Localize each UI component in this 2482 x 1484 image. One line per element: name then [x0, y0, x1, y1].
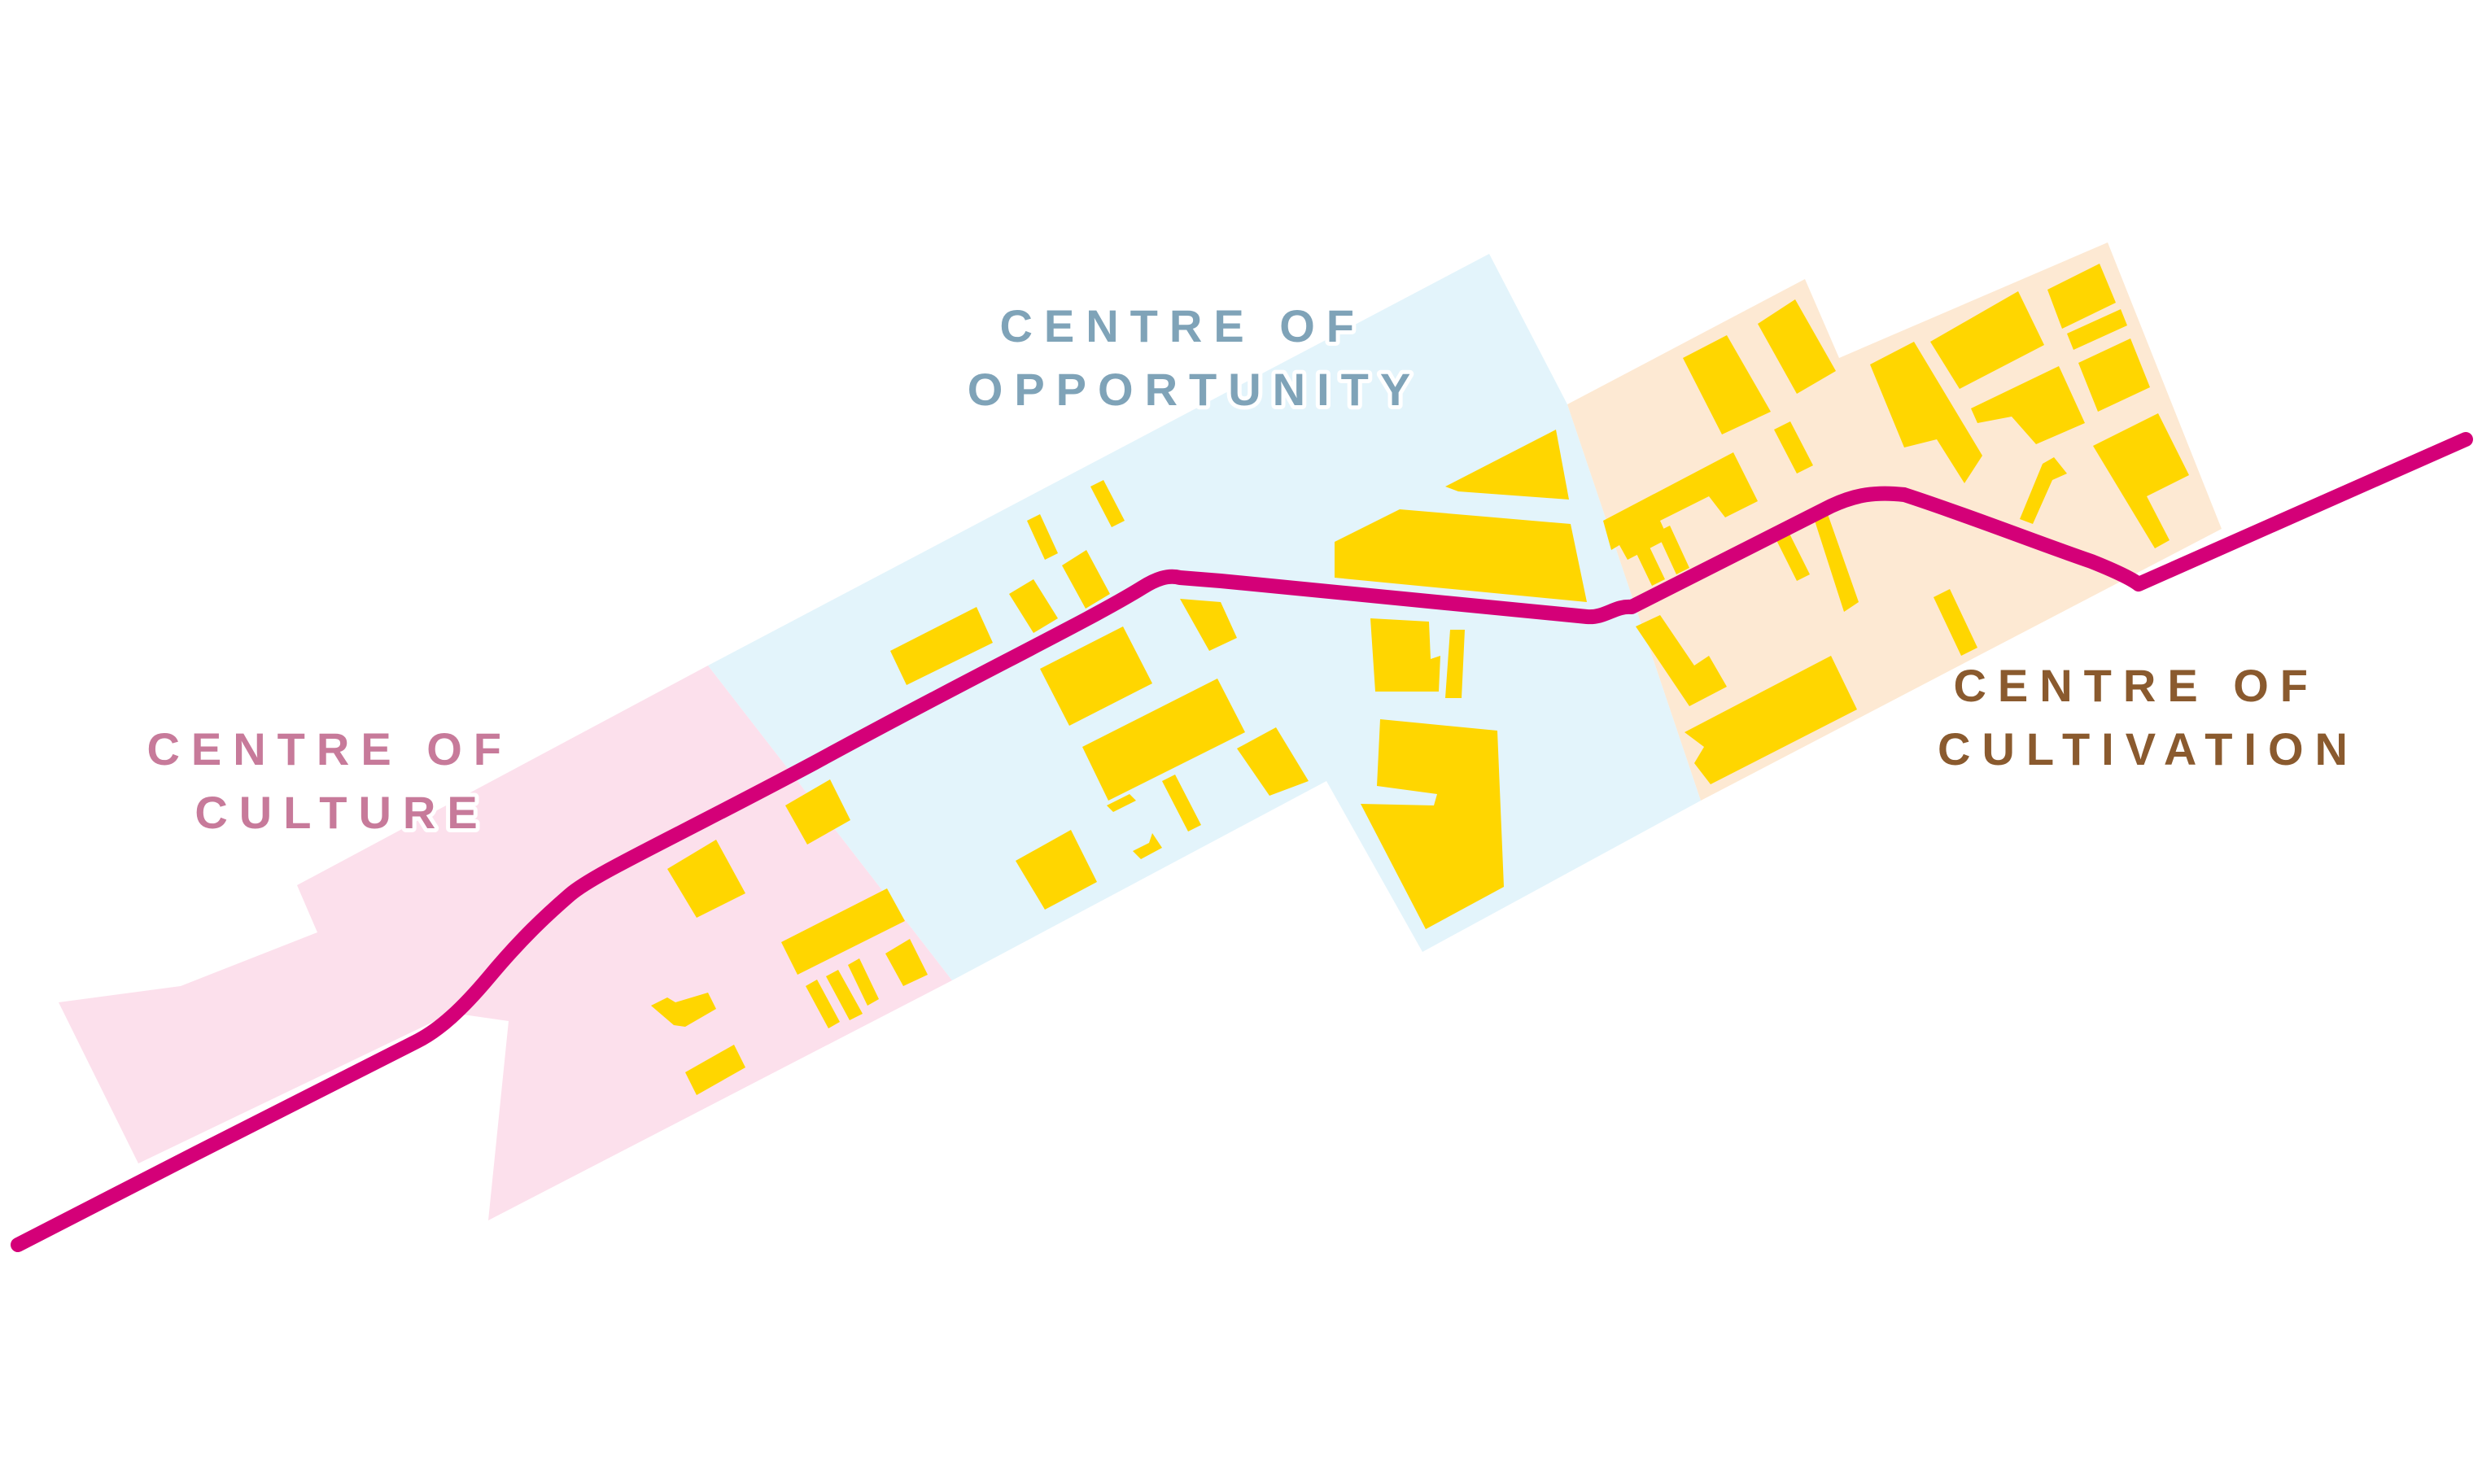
building-footprint: [1370, 618, 1440, 692]
building-footprint: [1683, 335, 1771, 434]
building-footprint: [1361, 719, 1504, 929]
opportunity-label-line2: OPPORTUNITY: [968, 364, 1422, 415]
building-footprint: [685, 1045, 745, 1095]
building-footprint: [2067, 309, 2127, 350]
building-footprint: [1090, 480, 1125, 527]
building-footprint: [1335, 509, 1587, 602]
cultivation-label-line1: CENTRE OF: [1953, 660, 2319, 711]
building-footprint: [806, 980, 840, 1028]
building-footprint: [1657, 526, 1689, 574]
opportunity-label-line1: CENTRE OF: [999, 300, 1366, 351]
building-footprint: [1062, 550, 1110, 609]
building-footprint: [1237, 727, 1309, 796]
building-footprint: [1180, 599, 1237, 651]
building-footprint: [2047, 264, 2116, 329]
building-footprint: [1027, 514, 1058, 560]
building-footprint: [1636, 615, 1727, 706]
building-footprint: [826, 970, 863, 1020]
opportunity-label: CENTRE OF OPPORTUNITY: [968, 300, 1422, 415]
buildings: [651, 264, 2189, 1095]
zone-labels: CENTRE OF CULTURE CENTRE OF OPPORTUNITY …: [142, 296, 2359, 842]
building-footprint: [1082, 679, 1245, 801]
building-footprint: [1774, 421, 1813, 474]
building-footprint: [1632, 539, 1665, 586]
building-footprint: [848, 958, 879, 1006]
building-footprint: [1133, 833, 1162, 859]
building-footprint: [1009, 579, 1058, 633]
building-footprint: [1758, 299, 1836, 394]
building-footprint: [885, 939, 928, 986]
culture-label: CENTRE OF CULTURE: [146, 723, 536, 838]
culture-label-line1: CENTRE OF: [146, 723, 513, 775]
culture-label-line2: CULTURE: [194, 787, 488, 838]
building-footprint: [1445, 630, 1465, 698]
building-footprint: [1445, 430, 1569, 500]
building-footprint: [1162, 775, 1201, 831]
building-footprint: [785, 779, 850, 845]
building-footprint: [890, 607, 993, 685]
building-footprint: [1870, 342, 1982, 483]
building-footprint: [2093, 413, 2189, 548]
building-footprint: [2078, 338, 2150, 412]
building-footprint: [2020, 457, 2067, 524]
building-footprint: [667, 840, 745, 918]
building-footprint: [781, 888, 905, 975]
building-footprint: [1107, 794, 1136, 812]
building-footprint: [1040, 626, 1152, 726]
building-footprint: [1971, 366, 2085, 444]
building-footprint: [1934, 589, 1977, 656]
building-footprint: [1815, 514, 1859, 612]
building-footprint: [1930, 291, 2044, 389]
building-footprint: [651, 993, 716, 1027]
cultivation-label: CENTRE OF CULTIVATION: [1938, 660, 2359, 775]
building-footprint: [1016, 830, 1097, 910]
building-footprint: [1603, 452, 1758, 560]
building-footprint: [1685, 656, 1857, 784]
route-line: [11, 432, 2473, 1252]
cultivation-label-line2: CULTIVATION: [1938, 723, 2359, 775]
